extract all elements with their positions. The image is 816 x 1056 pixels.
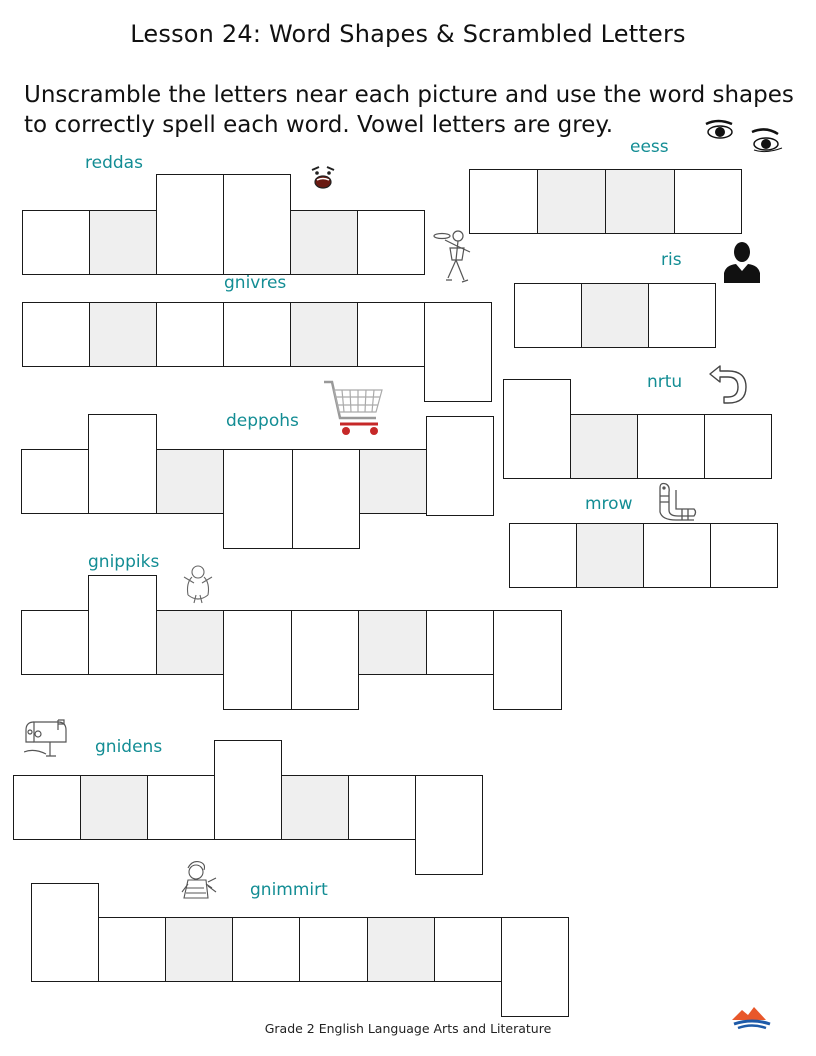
letter-box[interactable]	[88, 414, 157, 514]
letter-box[interactable]	[648, 283, 716, 348]
letter-box[interactable]	[348, 775, 416, 840]
letter-box[interactable]	[637, 414, 705, 479]
letter-box[interactable]	[223, 174, 291, 275]
letter-box[interactable]	[22, 302, 90, 367]
letter-box[interactable]	[232, 917, 300, 982]
boy-with-shears-icon	[181, 861, 217, 899]
vowel-box[interactable]	[281, 775, 349, 840]
letter-box[interactable]	[291, 610, 359, 710]
scrambled-word-gnidens: gnidens	[95, 737, 163, 757]
vowel-box[interactable]	[290, 210, 358, 275]
letter-box[interactable]	[147, 775, 215, 840]
vowel-box[interactable]	[576, 523, 644, 588]
scrambled-word-eess: eess	[630, 137, 669, 157]
vowel-box[interactable]	[359, 449, 427, 514]
vowel-box[interactable]	[89, 302, 157, 367]
scrambled-word-deppohs: deppohs	[226, 411, 299, 431]
instructions-line-2: to correctly spell each word. Vowel lett…	[24, 112, 614, 138]
letter-box[interactable]	[357, 210, 425, 275]
man-silhouette-icon	[724, 242, 760, 283]
page-title: Lesson 24: Word Shapes & Scrambled Lette…	[130, 20, 686, 48]
vowel-box[interactable]	[165, 917, 233, 982]
letter-box[interactable]	[98, 917, 166, 982]
vowel-box[interactable]	[581, 283, 649, 348]
footer-text: Grade 2 English Language Arts and Litera…	[264, 1021, 552, 1036]
vowel-box[interactable]	[156, 449, 224, 514]
scrambled-word-ris: ris	[661, 250, 682, 270]
letter-box[interactable]	[13, 775, 81, 840]
vowel-box[interactable]	[89, 210, 157, 275]
letter-box[interactable]	[469, 169, 538, 234]
letter-box[interactable]	[156, 302, 224, 367]
letter-box[interactable]	[514, 283, 582, 348]
publisher-logo-icon	[732, 1007, 771, 1030]
eyes-icon	[705, 119, 783, 153]
letter-box[interactable]	[299, 917, 368, 982]
letter-box[interactable]	[223, 449, 293, 549]
letter-box[interactable]	[643, 523, 711, 588]
vowel-box[interactable]	[605, 169, 675, 234]
shopping-cart-icon	[324, 380, 383, 435]
letter-box[interactable]	[509, 523, 577, 588]
letter-box[interactable]	[426, 416, 494, 516]
letter-box[interactable]	[22, 210, 90, 275]
vowel-box[interactable]	[156, 610, 224, 675]
vowel-box[interactable]	[358, 610, 427, 675]
scrambled-word-gnimmirt: gnimmirt	[250, 880, 328, 900]
letter-box[interactable]	[415, 775, 483, 875]
vowel-box[interactable]	[537, 169, 606, 234]
turn-arrow-icon	[709, 365, 747, 404]
scrambled-word-reddas: reddas	[85, 153, 143, 173]
letter-box[interactable]	[21, 449, 89, 514]
letter-box[interactable]	[424, 302, 492, 402]
letter-box[interactable]	[156, 174, 224, 275]
letter-box[interactable]	[434, 917, 502, 982]
ghost-icon	[183, 565, 213, 604]
letter-box[interactable]	[31, 883, 99, 982]
letter-box[interactable]	[88, 575, 157, 675]
scrambled-word-mrow: mrow	[585, 494, 633, 514]
letter-box[interactable]	[704, 414, 772, 479]
mailbox-icon	[24, 719, 67, 757]
instructions-line-1: Unscramble the letters near each picture…	[24, 82, 794, 108]
letter-box[interactable]	[223, 302, 291, 367]
letter-box[interactable]	[214, 740, 282, 840]
waiter-icon	[433, 230, 471, 283]
vowel-box[interactable]	[290, 302, 358, 367]
letter-box[interactable]	[21, 610, 89, 675]
letter-box[interactable]	[501, 917, 569, 1017]
vowel-box[interactable]	[80, 775, 148, 840]
crying-face-icon	[311, 166, 335, 189]
vowel-box[interactable]	[570, 414, 638, 479]
scrambled-word-gnippiks: gnippiks	[88, 552, 160, 572]
letter-box[interactable]	[357, 302, 425, 367]
letter-box[interactable]	[503, 379, 571, 479]
vowel-box[interactable]	[367, 917, 435, 982]
worm-icon	[659, 482, 697, 521]
letter-box[interactable]	[493, 610, 562, 710]
letter-box[interactable]	[674, 169, 742, 234]
letter-box[interactable]	[710, 523, 778, 588]
scrambled-word-gnivres: gnivres	[224, 273, 287, 293]
instructions: Unscramble the letters near each picture…	[24, 80, 794, 140]
letter-box[interactable]	[292, 449, 360, 549]
scrambled-word-nrtu: nrtu	[647, 372, 683, 392]
letter-box[interactable]	[223, 610, 292, 710]
letter-box[interactable]	[426, 610, 494, 675]
